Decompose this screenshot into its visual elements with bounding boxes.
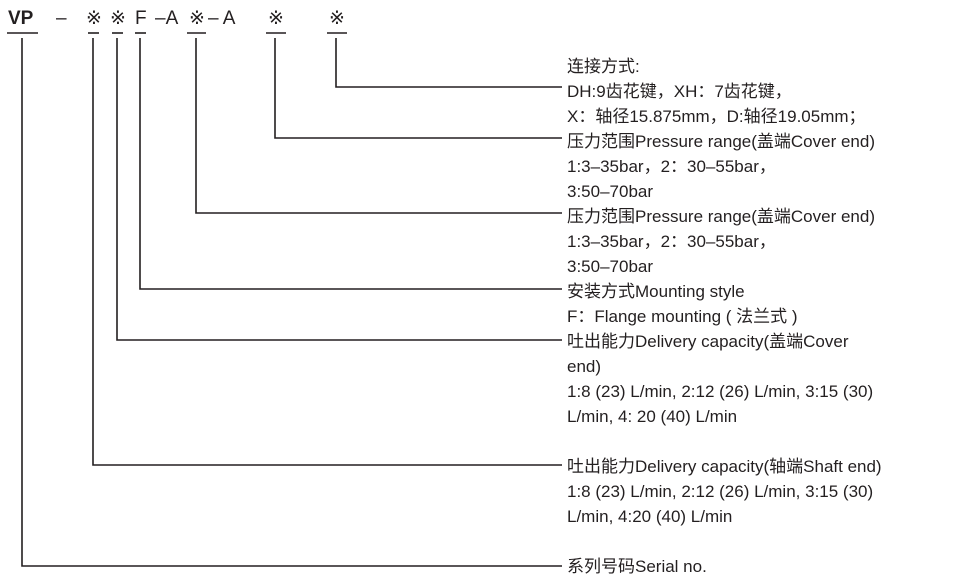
leader-mark2 <box>116 38 562 341</box>
line: 3:50–70bar <box>567 257 654 276</box>
line: 吐出能力Delivery capacity(盖端Cover <box>567 332 849 351</box>
line: 1:3–35bar，2：30–55bar， <box>567 157 776 176</box>
line: end) <box>567 357 602 376</box>
code-part-a2: – A <box>208 8 236 29</box>
line: F：Flange mounting ( 法兰式 ) <box>567 307 798 326</box>
line: 1:3–35bar，2：30–55bar， <box>567 232 776 251</box>
leader-series <box>21 38 562 567</box>
connection-description: 连接方式: DH:9齿花键，XH：7齿花键， X：轴径15.875mm，D:轴径… <box>567 54 866 129</box>
code-mark2: ※ <box>110 8 126 29</box>
code-mark3: ※ <box>189 8 205 29</box>
pressure-cover-description-2: 压力范围Pressure range(盖端Cover end) 1:3–35ba… <box>567 129 875 204</box>
line: 1:8 (23) L/min, 2:12 (26) L/min, 3:15 (3… <box>567 482 874 501</box>
code-mark4: ※ <box>268 8 284 29</box>
line: 压力范围Pressure range(盖端Cover end) <box>567 132 875 151</box>
leader-mark5 <box>335 38 562 88</box>
serial-description: 系列号码Serial no. <box>567 554 707 579</box>
line: 压力范围Pressure range(盖端Cover end) <box>567 207 875 226</box>
line: 1:8 (23) L/min, 2:12 (26) L/min, 3:15 (3… <box>567 382 874 401</box>
code-dash: – <box>56 8 67 29</box>
delivery-shaft-description: 吐出能力Delivery capacity(轴端Shaft end) 1:8 (… <box>567 454 882 529</box>
mounting-description: 安装方式Mounting style F：Flange mounting ( 法… <box>567 279 798 329</box>
code-mounting: F <box>135 8 147 29</box>
delivery-cover-description: 吐出能力Delivery capacity(盖端Cover end) 1:8 (… <box>567 329 873 429</box>
code-series: VP <box>8 8 34 29</box>
line: L/min, 4:20 (40) L/min <box>567 507 733 526</box>
leader-mounting <box>139 38 562 290</box>
line: 安装方式Mounting style <box>567 282 745 301</box>
leader-mark3 <box>195 38 562 214</box>
line: 连接方式: <box>567 57 640 76</box>
line: L/min, 4: 20 (40) L/min <box>567 407 738 426</box>
line: X：轴径15.875mm，D:轴径19.05mm； <box>567 107 866 126</box>
leader-mark1 <box>92 38 562 466</box>
code-part-a1: –A <box>155 8 179 29</box>
code-mark1: ※ <box>86 8 102 29</box>
line: 3:50–70bar <box>567 182 654 201</box>
code-mark5: ※ <box>329 8 345 29</box>
leader-mark4 <box>274 38 562 139</box>
line: 系列号码Serial no. <box>567 557 707 576</box>
line: DH:9齿花键，XH：7齿花键， <box>567 82 792 101</box>
pressure-cover-description-1: 压力范围Pressure range(盖端Cover end) 1:3–35ba… <box>567 204 875 279</box>
line: 吐出能力Delivery capacity(轴端Shaft end) <box>567 457 882 476</box>
